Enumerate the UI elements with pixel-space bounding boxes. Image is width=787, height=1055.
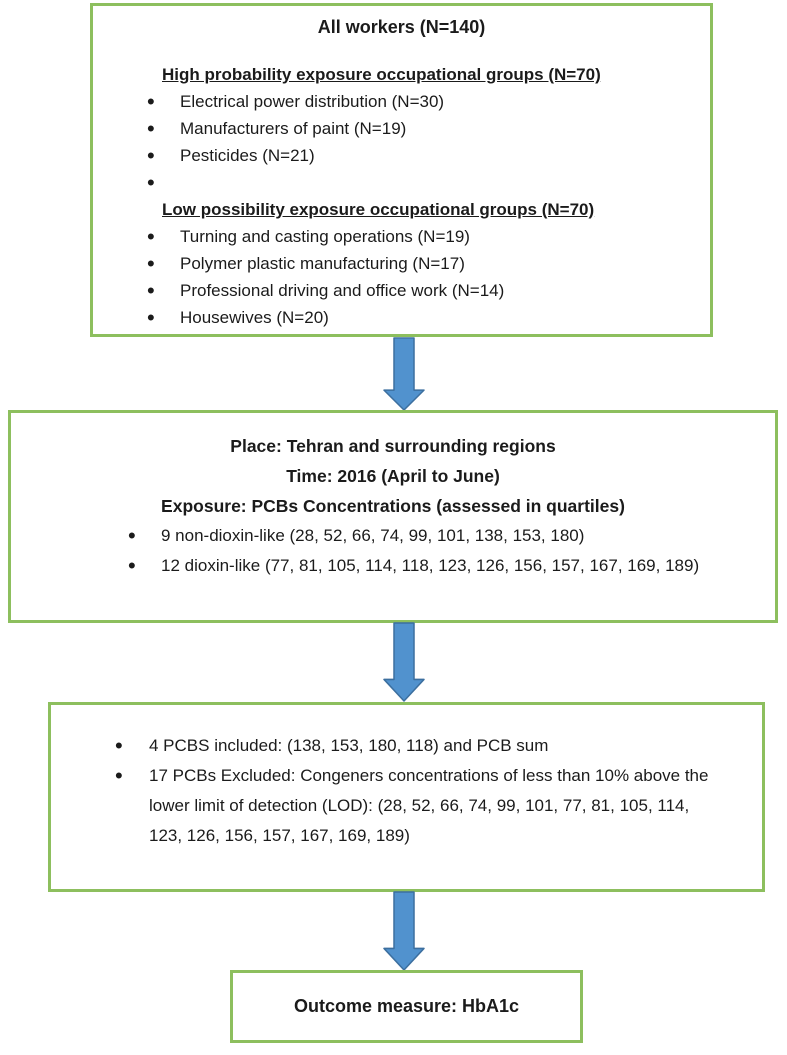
flow-box-pcb-selection: 4 PCBS included: (138, 153, 180, 118) an…	[48, 702, 765, 892]
list-item: 17 PCBs Excluded: Congeners concentratio…	[51, 761, 762, 851]
outcome-title: Outcome measure: HbA1c	[293, 996, 520, 1016]
list-item: Polymer plastic manufacturing (N=17)	[93, 250, 710, 277]
spacer	[93, 41, 710, 61]
list-item: Pesticides (N=21)	[93, 142, 710, 169]
low-exposure-group-list: Turning and casting operations (N=19) Po…	[93, 223, 710, 331]
flow-box-outcome: Outcome measure: HbA1c	[230, 970, 583, 1043]
list-item: 4 PCBS included: (138, 153, 180, 118) an…	[51, 731, 762, 761]
down-arrow-icon	[383, 337, 425, 411]
down-arrow-icon	[383, 891, 425, 971]
down-arrow-icon	[383, 622, 425, 702]
all-workers-title: All workers (N=140)	[317, 17, 486, 37]
time-line: Time: 2016 (April to June)	[286, 466, 500, 486]
list-item: Turning and casting operations (N=19)	[93, 223, 710, 250]
list-item: 12 dioxin-like (77, 81, 105, 114, 118, 1…	[11, 551, 775, 581]
low-exposure-group-heading: Low possibility exposure occupational gr…	[162, 200, 595, 219]
list-item: Professional driving and office work (N=…	[93, 277, 710, 304]
list-item: Manufacturers of paint (N=19)	[93, 115, 710, 142]
list-item: Electrical power distribution (N=30)	[93, 88, 710, 115]
pcb-congener-list: 9 non-dioxin-like (28, 52, 66, 74, 99, 1…	[11, 521, 775, 581]
list-item: Housewives (N=20)	[93, 304, 710, 331]
pcb-selection-list: 4 PCBS included: (138, 153, 180, 118) an…	[51, 731, 762, 851]
flow-box-study-details: Place: Tehran and surrounding regions Ti…	[8, 410, 778, 623]
flow-box-all-workers: All workers (N=140) High probability exp…	[90, 3, 713, 337]
high-exposure-group-heading: High probability exposure occupational g…	[162, 65, 601, 84]
list-item: 9 non-dioxin-like (28, 52, 66, 74, 99, 1…	[11, 521, 775, 551]
place-line: Place: Tehran and surrounding regions	[230, 436, 556, 456]
exposure-line: Exposure: PCBs Concentrations (assessed …	[161, 496, 625, 516]
high-exposure-group-list: Electrical power distribution (N=30) Man…	[93, 88, 710, 196]
list-item-empty	[93, 169, 710, 196]
